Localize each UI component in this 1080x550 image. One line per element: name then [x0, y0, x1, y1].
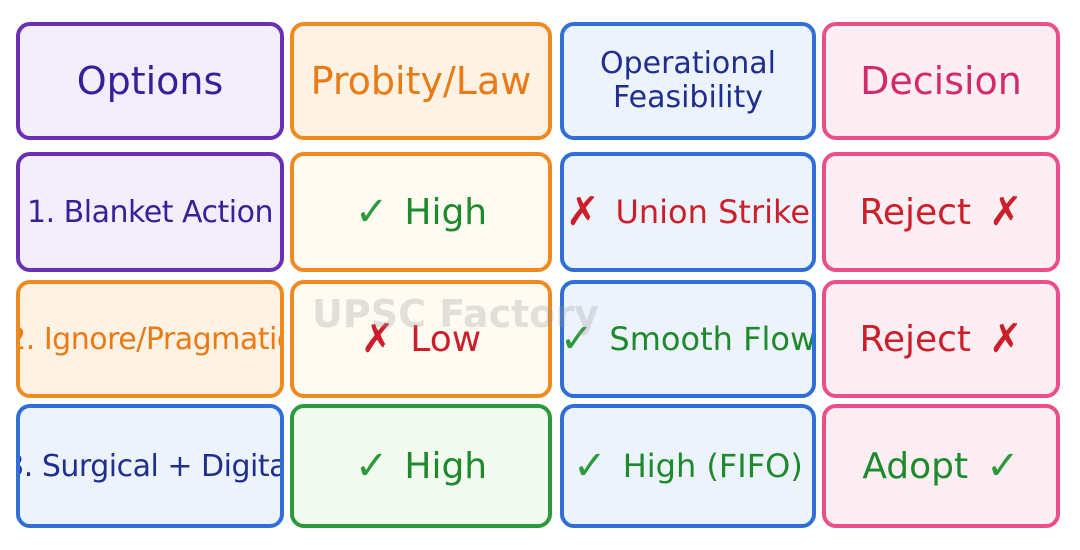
- check-icon: ✓: [573, 443, 607, 489]
- option-label-1: 1. Blanket Action: [27, 194, 274, 230]
- header-decision: Decision: [822, 22, 1060, 140]
- feasibility-value-2: Smooth Flow: [609, 320, 816, 358]
- feasibility-cell-2: ✓ Smooth Flow: [560, 280, 816, 398]
- check-icon: ✓: [560, 316, 594, 362]
- decision-cell-1: Reject ✗: [822, 152, 1060, 272]
- header-decision-label: Decision: [860, 59, 1022, 103]
- decision-value-1: Reject: [859, 191, 972, 233]
- decision-value-2: Reject: [859, 318, 972, 360]
- decision-value-3: Adopt: [862, 445, 969, 487]
- check-icon: ✓: [354, 443, 389, 489]
- probity-cell-3: ✓ High: [290, 404, 552, 528]
- option-label-3: 3. Surgical + Digital: [16, 448, 284, 484]
- probity-cell-1: ✓ High: [290, 152, 552, 272]
- probity-cell-2: ✗ Low: [290, 280, 552, 398]
- option-label-2: 2. Ignore/Pragmatic: [16, 321, 284, 357]
- header-operational-feasibility: Operational Feasibility: [560, 22, 816, 140]
- probity-value-1: High: [404, 191, 488, 233]
- header-probity-law-label: Probity/Law: [310, 59, 532, 103]
- feasibility-cell-1: ✗ Union Strike: [560, 152, 816, 272]
- cross-icon: ✗: [989, 189, 1023, 235]
- header-probity-law: Probity/Law: [290, 22, 552, 140]
- cross-icon: ✗: [565, 189, 600, 235]
- option-cell-3: 3. Surgical + Digital: [16, 404, 284, 528]
- header-options: Options: [16, 22, 284, 140]
- check-icon: ✓: [354, 189, 389, 235]
- option-cell-1: 1. Blanket Action: [16, 152, 284, 272]
- probity-value-2: Low: [410, 318, 482, 360]
- feasibility-value-1: Union Strike: [615, 193, 811, 231]
- option-cell-2: 2. Ignore/Pragmatic: [16, 280, 284, 398]
- header-feasibility-line2: Feasibility: [613, 80, 763, 115]
- feasibility-value-3: High (FIFO): [622, 447, 803, 485]
- decision-cell-3: Adopt ✓: [822, 404, 1060, 528]
- decision-cell-2: Reject ✗: [822, 280, 1060, 398]
- cross-icon: ✗: [989, 316, 1023, 362]
- feasibility-cell-3: ✓ High (FIFO): [560, 404, 816, 528]
- probity-value-3: High: [404, 445, 488, 487]
- header-feasibility-line1: Operational: [599, 45, 776, 81]
- cross-icon: ✗: [360, 316, 395, 362]
- check-icon: ✓: [986, 443, 1020, 489]
- header-options-label: Options: [76, 59, 224, 103]
